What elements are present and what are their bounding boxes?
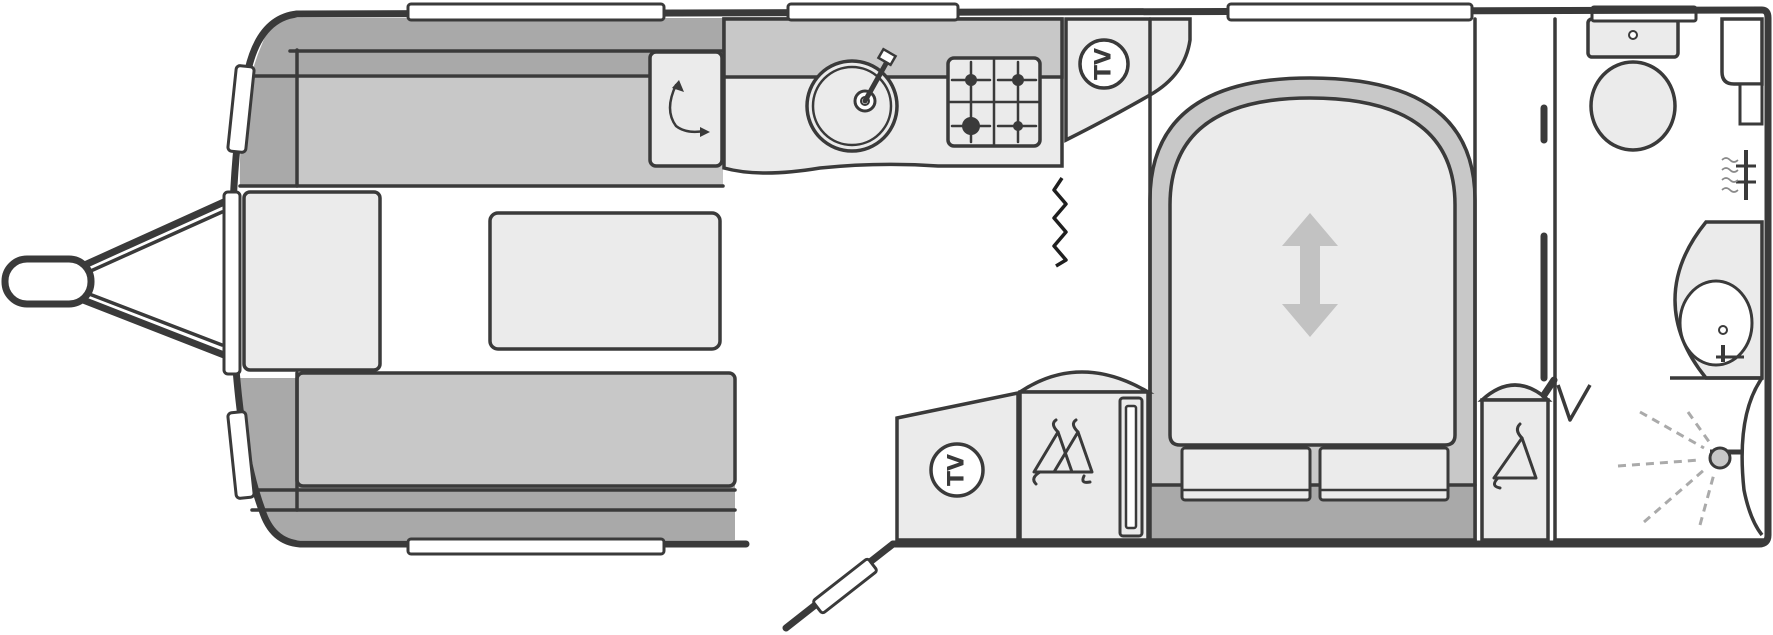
hob — [946, 56, 1042, 148]
bedroom — [1148, 76, 1477, 542]
tv-label: TV — [945, 454, 970, 486]
bedside-drawer — [1318, 446, 1450, 502]
washroom-cabinet — [1720, 17, 1764, 86]
tow-hitch — [1, 198, 228, 359]
entrance-door — [782, 540, 897, 632]
toilet-icon — [1586, 17, 1680, 152]
tap-icon — [862, 57, 891, 104]
tv-icon — [929, 442, 985, 498]
front-window — [222, 190, 242, 376]
heater-icon — [1052, 177, 1068, 268]
kitchen: TV — [648, 17, 1192, 268]
window — [1226, 2, 1474, 22]
bedroom-wardrobe — [1480, 398, 1550, 542]
dining-table — [488, 211, 722, 351]
washroom — [1540, 5, 1764, 542]
basin-icon — [1670, 220, 1764, 380]
front-chest — [242, 190, 382, 372]
front-lounge — [238, 18, 737, 540]
storage: TV — [895, 370, 1553, 542]
burner-icon — [1013, 121, 1023, 131]
window — [406, 2, 666, 22]
bed-slide-arrow-icon — [1282, 213, 1338, 337]
sink — [805, 47, 899, 153]
bedside-drawer — [1180, 446, 1312, 502]
jockey-wheel-handle — [1, 255, 95, 308]
towel-rail-icon — [1721, 150, 1756, 200]
shower-icon — [1617, 376, 1764, 537]
burner-icon — [1012, 74, 1024, 86]
door-swing — [1556, 384, 1592, 422]
tv-label: TV — [1092, 48, 1117, 80]
window — [406, 537, 666, 556]
hanger-icon — [1032, 418, 1094, 486]
front-seat-bottom-cushion — [295, 371, 737, 488]
tv-icon — [1078, 38, 1130, 90]
front-window — [226, 410, 256, 500]
windows — [222, 2, 1474, 556]
burner-icon — [965, 74, 977, 86]
front-window — [226, 64, 256, 154]
window — [786, 2, 960, 22]
fridge — [648, 50, 724, 168]
fridge-arrow-icon — [672, 80, 684, 92]
hanger-icon — [1492, 422, 1538, 490]
burner-icon — [962, 117, 980, 135]
